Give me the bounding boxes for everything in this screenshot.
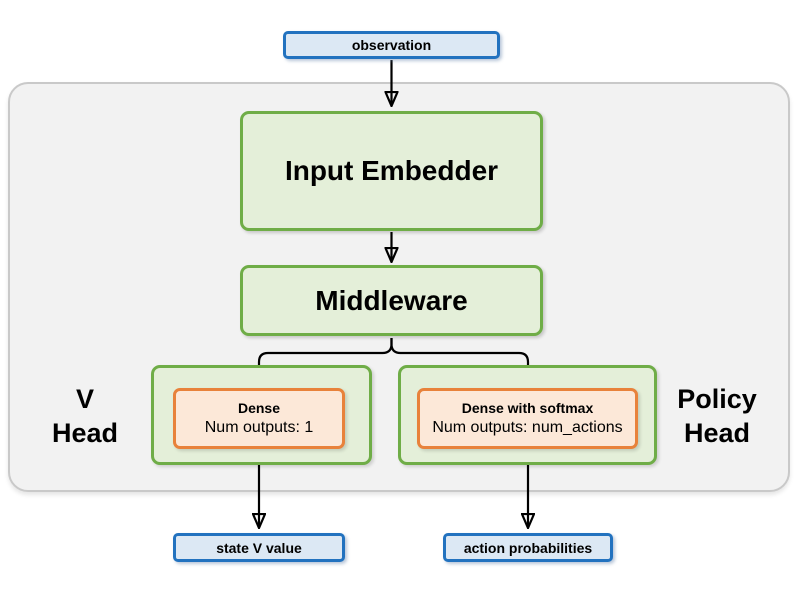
policy-head-label-line2: Head — [683, 418, 751, 448]
v-head-label-line1: V — [75, 384, 94, 414]
policy-dense-layer-subtitle: Num outputs: num_actions — [432, 419, 623, 436]
policy-dense-layer-node: Dense with softmax Num outputs: num_acti… — [417, 388, 638, 449]
middleware-node: Middleware — [240, 265, 543, 336]
v-dense-layer-title: Dense — [237, 400, 281, 416]
v-head-label: V Head — [25, 382, 145, 450]
policy-head-label: Policy Head — [657, 382, 777, 450]
v-dense-layer-node: Dense Num outputs: 1 — [173, 388, 345, 449]
policy-head-label-line1: Policy — [677, 384, 757, 414]
action-probabilities-node: action probabilities — [443, 533, 613, 562]
input-embedder-node: Input Embedder — [240, 111, 543, 231]
v-head-label-line2: Head — [51, 418, 119, 448]
observation-node: observation — [283, 31, 500, 59]
v-dense-layer-subtitle: Num outputs: 1 — [204, 419, 314, 436]
policy-dense-layer-title: Dense with softmax — [461, 400, 594, 416]
state-v-value-node: state V value — [173, 533, 345, 562]
